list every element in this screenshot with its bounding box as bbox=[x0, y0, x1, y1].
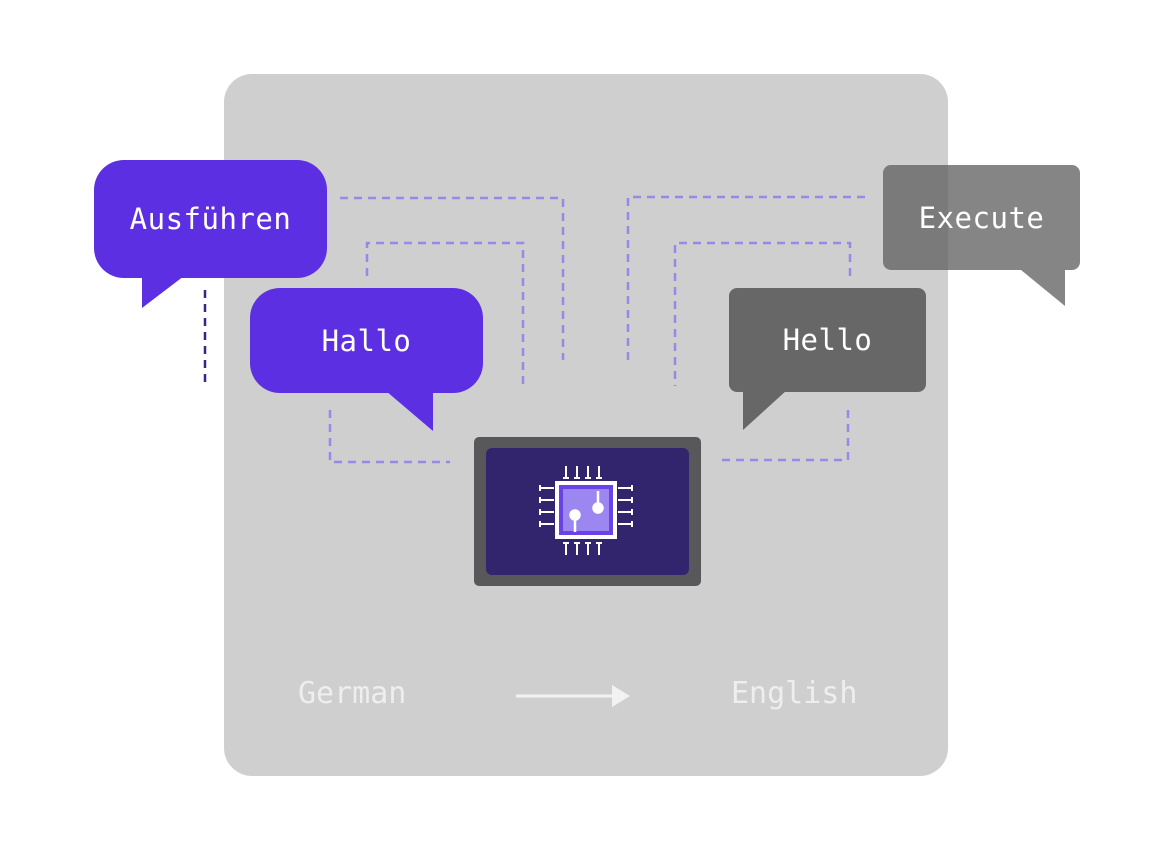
connector-hello-bottom bbox=[720, 410, 850, 462]
connector-hello-top bbox=[673, 241, 852, 386]
processor-screen bbox=[486, 448, 689, 575]
source-language-label: German bbox=[298, 676, 407, 711]
connector-ausfuhren bbox=[340, 196, 565, 360]
target-word-execute: Execute bbox=[918, 200, 1045, 235]
speech-bubble-hallo: Hallo bbox=[250, 288, 483, 431]
bubble-tail bbox=[1021, 270, 1065, 306]
bubble-tail bbox=[142, 276, 184, 308]
bubble-tail bbox=[743, 390, 787, 430]
connector-hallo-top bbox=[365, 241, 525, 384]
source-word-ausfuhren: Ausführen bbox=[129, 202, 292, 236]
arrow-right-icon bbox=[516, 685, 630, 707]
processor-card bbox=[474, 437, 701, 586]
translation-panel bbox=[224, 74, 948, 776]
bubble-tail bbox=[386, 391, 433, 431]
cpu-chip-icon bbox=[539, 466, 633, 555]
speech-bubble-ausfuhren: Ausführen bbox=[94, 160, 327, 308]
target-language-label: English bbox=[731, 676, 858, 711]
speech-bubble-hello: Hello bbox=[729, 288, 926, 430]
connector-hallo-bottom bbox=[328, 410, 450, 464]
source-word-hallo: Hallo bbox=[321, 323, 412, 358]
target-word-hello: Hello bbox=[782, 323, 873, 357]
speech-bubble-execute: Execute bbox=[883, 165, 1080, 306]
